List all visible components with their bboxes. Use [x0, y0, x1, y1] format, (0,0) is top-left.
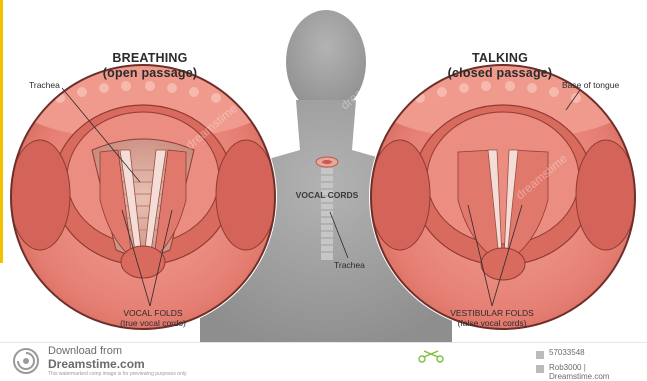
dreamstime-logo-icon [12, 347, 40, 375]
vestibular-folds-line1: VESTIBULAR FOLDS [432, 308, 552, 318]
talking-title-line2: (closed passage) [440, 66, 560, 81]
trachea-label-center: Trachea [334, 260, 365, 270]
vocal-folds-line1: VOCAL FOLDS [98, 308, 208, 318]
scissors-icon [418, 349, 444, 363]
image-id-text: 57033548 [549, 348, 585, 357]
breathing-title: BREATHING (open passage) [95, 51, 205, 81]
dreamstime-site-link[interactable]: Dreamstime.com [48, 357, 145, 371]
download-from-text: Download from [48, 345, 122, 357]
id-badge-icon [536, 351, 544, 359]
talking-title: TALKING (closed passage) [440, 51, 560, 81]
vestibular-folds-label: VESTIBULAR FOLDS (false vocal cords) [432, 308, 552, 328]
trachea-label-left: Trachea [29, 80, 60, 90]
base-of-tongue-label: Base of tongue [562, 80, 619, 90]
talking-title-line1: TALKING [440, 51, 560, 66]
dreamstime-footer: Download from Dreamstime.com This waterm… [0, 342, 647, 380]
fine-print: This watermarked comp image is for previ… [48, 371, 187, 377]
breathing-title-line1: BREATHING [95, 51, 205, 66]
vocal-folds-line2: (true vocal cords) [98, 318, 208, 328]
breathing-title-line2: (open passage) [95, 66, 205, 81]
credit-text: Rob3000 | Dreamstime.com [549, 363, 647, 381]
credit-badge-icon [536, 365, 544, 373]
vocal-folds-label: VOCAL FOLDS (true vocal cords) [98, 308, 208, 328]
vocal-cords-label: VOCAL CORDS [282, 190, 372, 200]
vestibular-folds-line2: (false vocal cords) [432, 318, 552, 328]
